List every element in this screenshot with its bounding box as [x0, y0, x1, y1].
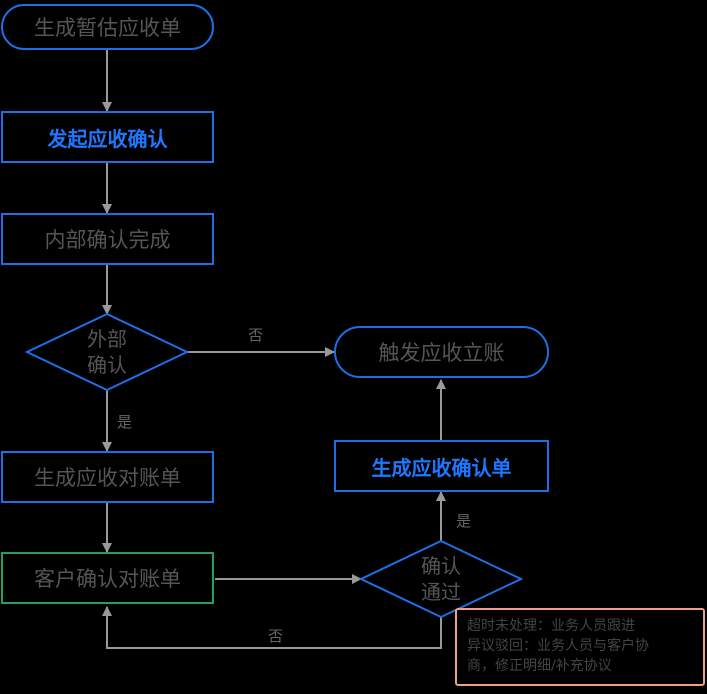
note-line: 异议驳回：业务人员与客户协 — [467, 638, 649, 654]
edge-label-confirm-yes: 是 — [456, 512, 472, 530]
node-initiate: 发起应收确认 — [1, 111, 214, 163]
note-line: 商，修正明细/补充协议 — [467, 658, 612, 674]
decision-external-label: 外部 确认 — [87, 327, 127, 377]
node-receipt: 生成应收确认单 — [334, 440, 549, 492]
node-statement: 生成应收对账单 — [1, 451, 214, 503]
node-customer-confirm: 客户确认对账单 — [1, 552, 214, 604]
note-line: 超时未处理：业务人员跟进 — [467, 618, 635, 634]
arrow-confirm-no-back — [102, 606, 442, 649]
edge-label-external-no: 否 — [248, 326, 264, 344]
node-start: 生成暂估应收单 — [1, 4, 214, 50]
decision-diamond-external — [24, 312, 190, 392]
edge-label-external-yes: 是 — [117, 413, 133, 431]
node-end: 触发应收立账 — [334, 326, 549, 378]
node-internal-confirm: 内部确认完成 — [1, 213, 214, 265]
decision-confirm-label: 确认 通过 — [421, 554, 461, 604]
decision-diamond-confirm — [358, 539, 524, 619]
edge-label-confirm-no: 否 — [268, 627, 284, 645]
exception-note: 超时未处理：业务人员跟进 异议驳回：业务人员与客户协 商，修正明细/补充协议 — [455, 608, 705, 686]
